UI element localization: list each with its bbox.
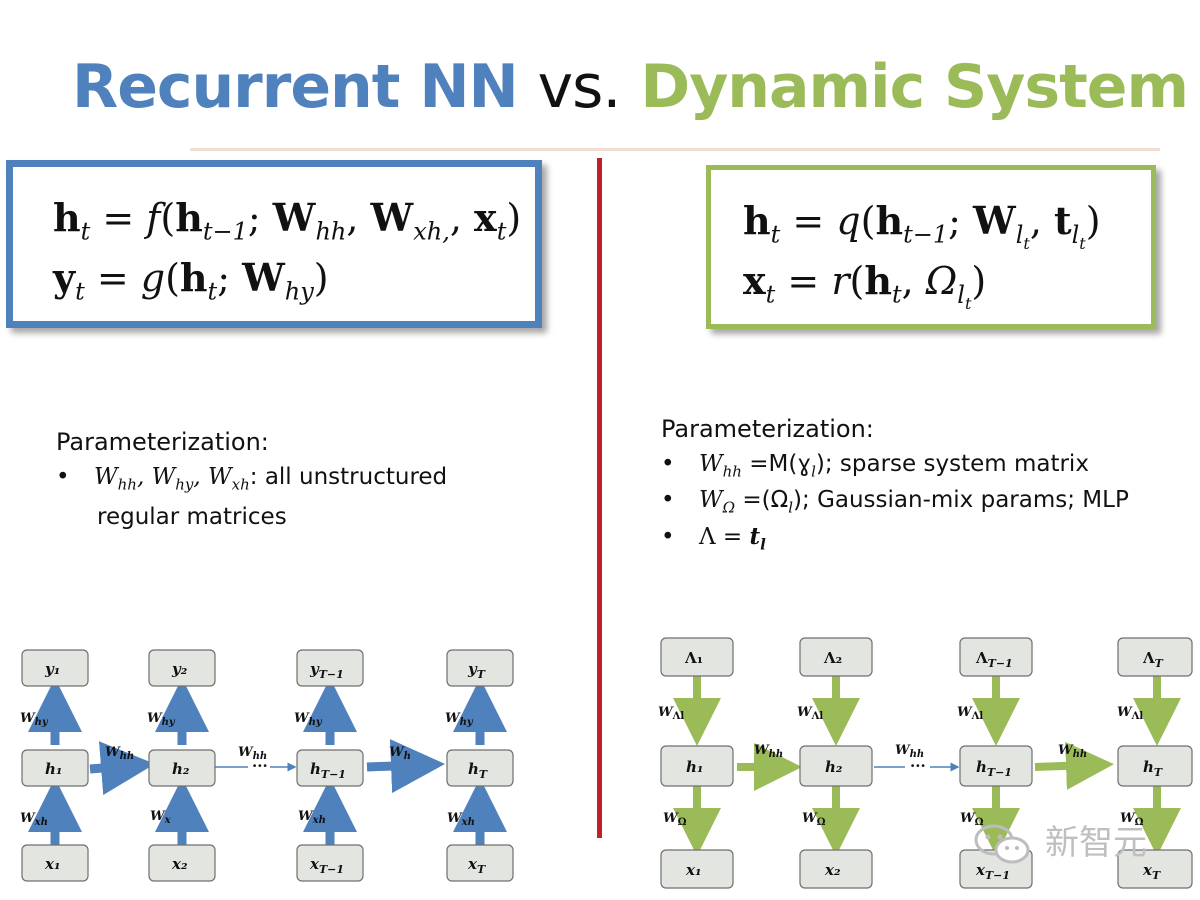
svg-text:h₂: h₂ [825, 758, 843, 776]
rnn-label-wxh-1: Wxh [20, 811, 48, 828]
svg-text:yT−1: yT−1 [309, 660, 344, 681]
dynamic-equation-output: xt = r(ht, Ωlt) [743, 258, 987, 313]
dynamic-bullet-2-tail: ); Gaussian-mix params; MLP [793, 487, 1129, 513]
dynamic-equation-box: ht = q(ht−1; Wlt, tlt) xt = r(ht, Ωlt) [706, 165, 1156, 329]
dyn-label-whh-2: Whh [895, 743, 924, 760]
rnn-node-xT-1: xT−1 [296, 844, 364, 882]
rnn-label-wxh-2: Wx [150, 809, 172, 826]
rnn-arrow-h1-h2 [89, 741, 155, 796]
svg-text:x₁: x₁ [44, 855, 61, 873]
rnn-node-yT-1: yT−1 [296, 649, 364, 687]
dyn-node-hT-1: hT−1 [959, 745, 1033, 787]
rnn-label-whh-3: Wh [389, 745, 411, 762]
dynamic-param-bullet-1: •Whh =M(ɣl); sparse system matrix [661, 451, 1089, 481]
dyn-node-x2: x₂ [799, 849, 873, 889]
center-divider [597, 158, 602, 838]
rnn-node-hT-1: hT−1 [296, 749, 364, 787]
rnn-label-why-4: Why [445, 711, 474, 728]
rnn-param-title: Parameterization: [56, 428, 269, 456]
rnn-label-why-3: Why [294, 711, 323, 728]
dyn-node-xT: xT [1117, 849, 1193, 889]
dyn-label-whh-3: Whh [1058, 743, 1087, 760]
svg-text:h₁: h₁ [45, 760, 62, 778]
dyn-arrow-hT1-hT [1034, 741, 1114, 790]
svg-text:x₁: x₁ [685, 861, 702, 879]
rnn-param-bullet-cont: regular matrices [97, 504, 287, 530]
rnn-param-bullet: •Whh, Why, Wxh: all unstructured [56, 464, 448, 494]
dyn-label-wL-4: WΛl [1117, 705, 1143, 722]
rnn-equation-hidden: ht = f(ht−1; Whh, Wxh,, xt) [53, 195, 522, 246]
svg-text:h₁: h₁ [686, 758, 703, 776]
title-vs: vs. [537, 52, 622, 122]
rnn-node-h2: h₂ [148, 749, 216, 787]
dyn-node-L1: Λ₁ [660, 637, 734, 677]
dyn-ellipsis: ··· [910, 757, 926, 775]
svg-text:Λ₁: Λ₁ [684, 649, 703, 667]
title-rnn: Recurrent NN [72, 52, 519, 122]
dynamic-param-bullet-3: •Λ = tl [661, 523, 766, 554]
dyn-node-LT-1: ΛT−1 [959, 637, 1033, 677]
rnn-node-h1: h₁ [21, 749, 89, 787]
rnn-label-why-1: Why [20, 711, 49, 728]
rnn-node-y1: y₁ [21, 649, 89, 687]
svg-text:y₁: y₁ [44, 660, 60, 678]
rnn-equation-output: yt = g(ht; Why) [53, 255, 329, 306]
svg-text:x₂: x₂ [824, 861, 841, 879]
watermark-text: 新智元 [1045, 823, 1147, 863]
rnn-label-why-2: Why [147, 711, 176, 728]
dynamic-bullet-1-text: =M(ɣ [749, 451, 812, 477]
wechat-logo-icon [974, 824, 1030, 864]
title-underline [190, 148, 1160, 151]
dyn-node-h2: h₂ [799, 745, 873, 787]
dyn-node-L2: Λ₂ [799, 637, 873, 677]
dynamic-equation-hidden: ht = q(ht−1; Wlt, tlt) [743, 198, 1101, 253]
svg-text:Λ₂: Λ₂ [823, 649, 842, 667]
rnn-unrolled-diagram: ··· y₁ h₁ x₁ y₂ h₂ x₂ yT−1 hT−1 xT−1 yT … [20, 649, 514, 882]
rnn-node-yT: yT [446, 649, 514, 687]
rnn-label-whh-1: Whh [105, 745, 134, 762]
rnn-ellipsis: ··· [252, 757, 268, 775]
rnn-node-y2: y₂ [148, 649, 216, 687]
dyn-node-h1: h₁ [660, 745, 734, 787]
dynamic-unrolled-diagram: ··· Λ₁ h₁ x₁ Λ₂ h₂ x₂ ΛT−1 hT−1 xT−1 ΛT … [658, 637, 1193, 889]
rnn-label-wxh-4: Wxh [447, 811, 475, 828]
rnn-node-hT: hT [446, 749, 514, 787]
rnn-node-xT: xT [446, 844, 514, 882]
svg-text:h₂: h₂ [172, 760, 190, 778]
slide-title: Recurrent NN vs. Dynamic System [0, 52, 1200, 122]
dyn-label-whh-1: Whh [754, 743, 783, 760]
title-dynamic-system: Dynamic System [640, 52, 1189, 122]
rnn-arrow-hT1-hT [366, 739, 445, 794]
svg-text:x₂: x₂ [171, 855, 188, 873]
dyn-label-wO-2: WΩ [802, 811, 826, 828]
rnn-equation-box: ht = f(ht−1; Whh, Wxh,, xt) yt = g(ht; W… [6, 160, 542, 328]
dyn-node-LT: ΛT [1117, 637, 1193, 677]
dyn-node-x1: x₁ [660, 849, 734, 889]
rnn-node-x2: x₂ [148, 844, 216, 882]
rnn-label-whh-2: Whh [238, 745, 267, 762]
dyn-label-wO-1: WΩ [663, 811, 687, 828]
dynamic-param-title: Parameterization: [661, 415, 874, 443]
dyn-label-wL-2: WΛl [797, 705, 823, 722]
dynamic-param-bullet-2: •WΩ =(Ωl); Gaussian-mix params; MLP [661, 487, 1129, 517]
dynamic-bullet-1-tail: ); sparse system matrix [815, 451, 1089, 477]
dyn-label-wL-3: WΛl [957, 705, 983, 722]
dyn-node-hT: hT [1117, 745, 1193, 787]
rnn-label-wxh-3: Wxh [298, 809, 326, 826]
dynamic-bullet-2-text: =(Ω [742, 487, 789, 513]
svg-text:y₂: y₂ [171, 660, 188, 678]
rnn-param-bullet-text: : all unstructured [249, 464, 448, 490]
dyn-label-wL-1: WΛl [658, 705, 684, 722]
rnn-node-x1: x₁ [21, 844, 89, 882]
